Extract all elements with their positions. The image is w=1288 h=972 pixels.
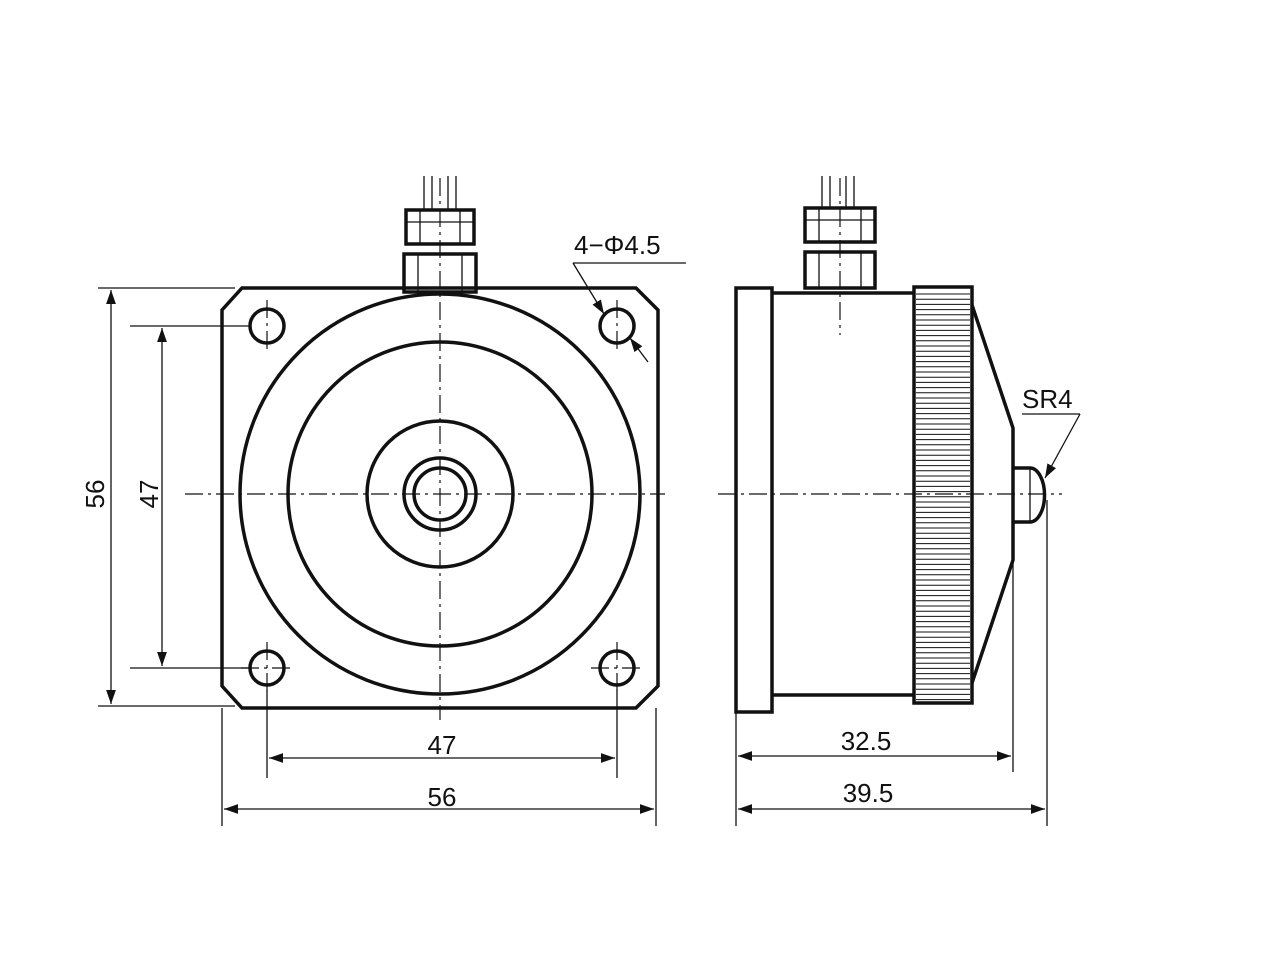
side-flange xyxy=(734,286,774,714)
hole-callout: 4−Φ4.5 xyxy=(574,230,661,260)
dim-width-outer: 56 xyxy=(428,782,457,812)
dim-body-length: 32.5 xyxy=(841,726,892,756)
side-dimensions: 32.5 39.5 SR4 xyxy=(735,384,1081,826)
front-dimensions: 56 47 47 56 4−Φ4.5 xyxy=(80,230,686,826)
knurl-pattern xyxy=(916,293,970,701)
flange-outline xyxy=(220,286,660,710)
side-view xyxy=(718,176,1062,714)
front-view xyxy=(185,176,665,720)
sphere-callout: SR4 xyxy=(1022,384,1073,414)
dim-height-holes: 47 xyxy=(134,480,164,509)
dim-width-holes: 47 xyxy=(428,730,457,760)
dim-height-outer: 56 xyxy=(80,480,110,509)
knurled-ring xyxy=(912,285,974,705)
spherical-button xyxy=(1013,466,1047,524)
dim-total-length: 39.5 xyxy=(843,778,894,808)
